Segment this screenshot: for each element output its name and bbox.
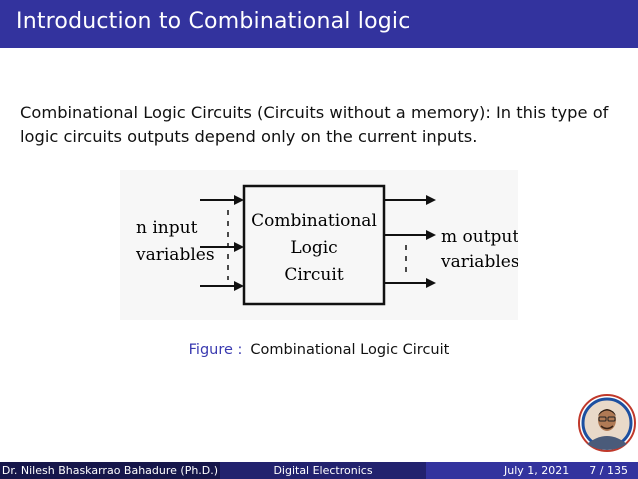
figure-caption: Figure : Combinational Logic Circuit: [0, 342, 638, 358]
caption-label: Figure :: [188, 342, 243, 358]
figure-background: [120, 170, 518, 320]
output-arrowhead-3: [426, 278, 436, 288]
portrait-seal-icon: [578, 394, 636, 452]
footer-page-number: 7 / 135: [589, 464, 628, 477]
box-label-line1: Combinational: [251, 211, 377, 231]
body-paragraph: Combinational Logic Circuits (Circuits w…: [20, 103, 609, 146]
slide-title: Introduction to Combinational logic: [16, 9, 411, 34]
output-arrowhead-2: [426, 230, 436, 240]
footer-date-page: July 1, 2021 7 / 135: [426, 462, 638, 479]
input-arrowhead-2: [234, 242, 244, 252]
caption-text: Combinational Logic Circuit: [250, 342, 450, 358]
title-bar: Introduction to Combinational logic: [0, 0, 638, 48]
output-label-line2: variables: [440, 252, 518, 272]
input-label-line2: variables: [135, 245, 215, 265]
input-label-line1: n input: [136, 218, 198, 238]
circuit-box: [242, 184, 386, 306]
author-photo-logo: [578, 394, 636, 452]
footer-bar: Dr. Nilesh Bhaskarrao Bahadure (Ph.D.) D…: [0, 462, 638, 479]
box-label-line2: Logic: [290, 238, 337, 258]
output-label-line1: m output: [441, 227, 518, 247]
footer-date: July 1, 2021: [504, 464, 570, 477]
footer-course: Digital Electronics: [220, 462, 426, 479]
circuit-diagram: n input variables Combinational Logic Ci…: [120, 170, 520, 320]
combinational-circuit-figure: n input variables Combinational Logic Ci…: [120, 170, 520, 320]
box-label-line3: Circuit: [284, 265, 343, 285]
output-arrowhead-1: [426, 195, 436, 205]
input-arrowhead-3: [234, 281, 244, 291]
footer-author: Dr. Nilesh Bhaskarrao Bahadure (Ph.D.): [0, 462, 220, 479]
input-arrowhead-1: [234, 195, 244, 205]
